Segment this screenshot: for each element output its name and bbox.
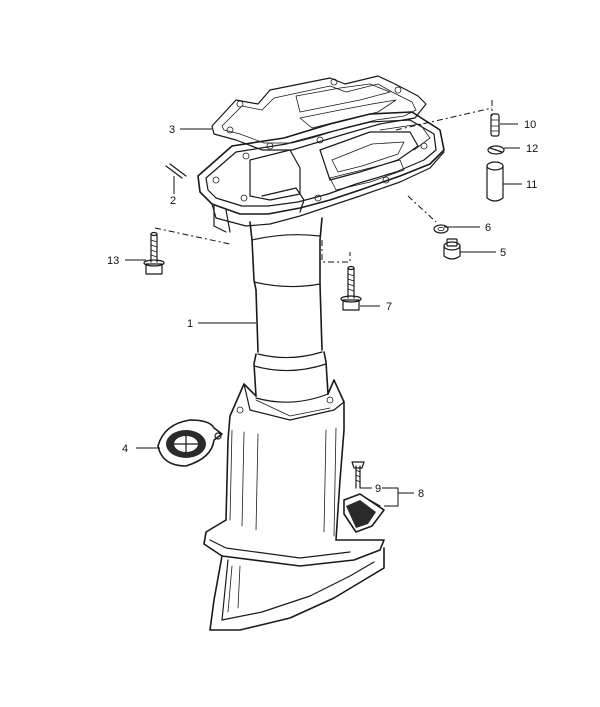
callout-11: 11: [526, 179, 537, 191]
callout-labels: 3 2 13 1 4 7 6 5 10 12 11 9 8: [107, 119, 538, 500]
callout-3: 3: [169, 124, 175, 136]
callout-13: 13: [107, 255, 119, 267]
bracket-8-drawing: [343, 493, 385, 533]
screw-9-drawing: [351, 461, 365, 489]
plug-drawing: [443, 238, 461, 260]
bolt-13-drawing: [143, 231, 165, 275]
callout-10: 10: [524, 119, 536, 131]
sleeve-drawing: [486, 161, 504, 202]
leader-lines: [125, 123, 522, 507]
drive-shaft-housing-drawing: [203, 217, 385, 631]
anode-drawing: [157, 419, 223, 467]
pin-drawing: [165, 163, 187, 179]
callout-1: 1: [187, 318, 193, 330]
callout-12: 12: [526, 143, 538, 155]
callout-6: 6: [485, 222, 491, 234]
callout-5: 5: [500, 247, 506, 259]
dowel-pin-drawing: [490, 113, 500, 137]
clip-drawing: [487, 145, 505, 155]
assembly-lines: [154, 100, 493, 263]
callout-2: 2: [170, 195, 176, 207]
adapter-plate-drawing: [197, 111, 445, 233]
gasket-drawing: [211, 75, 427, 151]
callout-9: 9: [375, 483, 381, 495]
callout-4: 4: [122, 443, 128, 455]
bolt-7-drawing: [340, 265, 362, 311]
callout-8: 8: [418, 488, 424, 500]
washer-drawing: [433, 224, 449, 234]
callout-7: 7: [386, 301, 392, 313]
